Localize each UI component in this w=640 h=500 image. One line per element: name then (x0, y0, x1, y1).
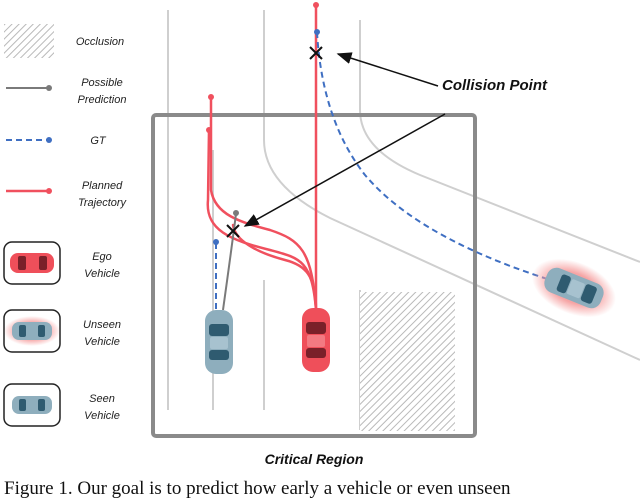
unseen-vehicle-car (532, 258, 616, 318)
legend-seen-car (12, 396, 52, 414)
occlusion-area (360, 292, 455, 431)
legend-unseen-label-1: Unseen (83, 319, 121, 331)
legend-planned-label-2: Trajectory (78, 197, 128, 209)
seen-vehicle-car (205, 310, 233, 374)
legend-ego-label-1: Ego (92, 251, 112, 263)
legend-seen-label-2: Vehicle (84, 410, 120, 422)
figure-caption: Figure 1. Our goal is to predict how ear… (4, 478, 511, 499)
callout-arrows (243, 52, 446, 227)
planned-endpoints (206, 2, 319, 133)
legend-ego-label-2: Vehicle (84, 268, 120, 280)
legend-planned-swatch (6, 188, 52, 194)
legend-planned-label-1: Planned (82, 180, 123, 192)
scene-diagram: Collision Point Occlusion Possible Predi… (3, 2, 640, 467)
possible-prediction-path (222, 213, 237, 311)
gt-endpoints (213, 29, 320, 245)
legend-prediction-label-2: Prediction (78, 94, 127, 106)
critical-region-box (151, 113, 477, 438)
legend-ego-car (10, 253, 54, 273)
gt-paths (215, 31, 561, 310)
possible-prediction-end (233, 210, 239, 216)
collision-marker-top (309, 46, 323, 60)
legend-seen-label-1: Seen (89, 393, 115, 405)
legend-unseen-label-2: Vehicle (84, 336, 120, 348)
planned-trajectories (206, 3, 318, 314)
legend-gt-label: GT (90, 135, 107, 147)
ego-vehicle-car (302, 308, 330, 372)
legend-prediction-swatch (6, 85, 52, 91)
legend-occlusion-swatch (4, 24, 54, 58)
legend-occlusion-label: Occlusion (76, 36, 124, 48)
legend-gt-swatch (6, 137, 52, 143)
legend-prediction-label-1: Possible (81, 77, 123, 89)
collision-marker-left (226, 224, 240, 238)
legend-unseen-car (4, 316, 60, 346)
critical-region-label: Critical Region (265, 451, 364, 467)
collision-point-label: Collision Point (442, 77, 548, 94)
